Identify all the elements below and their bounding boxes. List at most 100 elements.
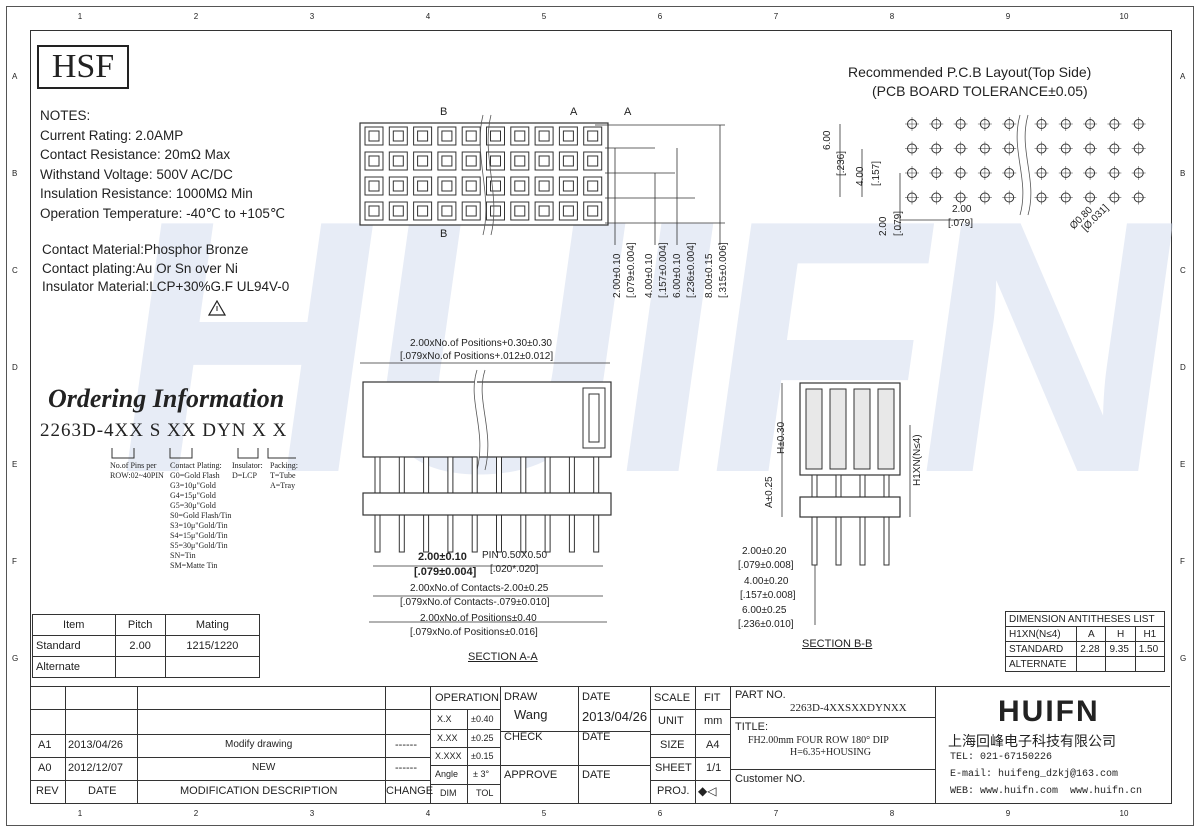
tol-x-val: ±0.40 bbox=[471, 714, 494, 724]
row-letter: D bbox=[12, 363, 18, 372]
dim-header: H1XN(N≤4) bbox=[1004, 626, 1078, 642]
column-number: 8 bbox=[889, 12, 895, 21]
row-letter: A bbox=[12, 72, 18, 81]
contact-cell bbox=[388, 151, 408, 171]
hdr-rev: REV bbox=[36, 785, 59, 797]
column-number: 2 bbox=[193, 809, 199, 818]
dim-list-title: DIMENSION ANTITHESES LIST bbox=[1005, 611, 1165, 627]
dim-cell: 2.28 bbox=[1076, 641, 1107, 657]
sheet-value: 1/1 bbox=[706, 762, 722, 774]
dim-header: H1 bbox=[1134, 626, 1166, 642]
contact-cell bbox=[558, 201, 578, 221]
dim-cell bbox=[1076, 656, 1107, 672]
dimension-list-table: DIMENSION ANTITHESES LIST H1XN(N≤4) A H … bbox=[1004, 611, 1166, 672]
column-number: 10 bbox=[1119, 12, 1129, 21]
contact-cell bbox=[486, 201, 505, 221]
notes-heading: NOTES: bbox=[40, 108, 91, 123]
ordering-leaders bbox=[111, 448, 296, 459]
column-number: 1 bbox=[77, 12, 83, 21]
contact-slot bbox=[877, 388, 895, 470]
pcb-layout-drawing bbox=[839, 114, 1146, 230]
company-web: WEB: www.huifn.com www.huifn.cn bbox=[950, 786, 1143, 797]
note-line: Insulation Resistance: 1000MΩ Min bbox=[40, 186, 253, 202]
table-cell: Standard bbox=[32, 635, 116, 657]
contact-cell bbox=[437, 201, 457, 221]
row-letter: C bbox=[1180, 266, 1186, 275]
top-view-dim: 2.00±0.10 bbox=[612, 253, 623, 298]
pcb-subtitle: (PCB BOARD TOLERANCE±0.05) bbox=[872, 83, 1088, 99]
contact-cell bbox=[413, 176, 433, 196]
row-letter: E bbox=[12, 460, 18, 469]
column-number: 6 bbox=[657, 12, 663, 21]
contact-cell bbox=[388, 176, 408, 196]
hdr-desc: MODIFICATION DESCRIPTION bbox=[180, 785, 338, 797]
pin bbox=[811, 474, 818, 566]
column-number: 7 bbox=[773, 809, 779, 818]
aa-pitch-inch: [.079±0.004] bbox=[414, 566, 477, 578]
contact-cell bbox=[437, 151, 457, 171]
rev-a1-change: ------ bbox=[395, 739, 417, 751]
contact-slot bbox=[805, 388, 823, 470]
column-number: 5 bbox=[541, 809, 547, 818]
drawing-title-2: H=6.35+HOUSING bbox=[790, 747, 872, 758]
note-line: Contact Resistance: 20mΩ Max bbox=[40, 147, 231, 163]
row-letter: G bbox=[1180, 654, 1187, 663]
material-line: Contact Material:Phosphor Bronze bbox=[42, 242, 249, 257]
column-number: 2 bbox=[193, 12, 199, 21]
contact-cell bbox=[413, 126, 433, 146]
operation-label: OPERATION bbox=[435, 692, 499, 704]
check-date-label: DATE bbox=[582, 731, 611, 743]
column-number: 4 bbox=[425, 809, 431, 818]
bb-d2: 4.00±0.20 bbox=[744, 576, 789, 587]
table-cell: 1215/1220 bbox=[164, 635, 261, 657]
contact-cell bbox=[486, 176, 505, 196]
warning-triangle-icon bbox=[207, 299, 227, 321]
rev-a0-change: ------ bbox=[395, 762, 417, 774]
contact-cell bbox=[510, 151, 530, 171]
drawing-title-1: FH2.00mm FOUR ROW 180° DIP bbox=[748, 735, 889, 746]
aa-positions-dim: 2.00xNo.of Positions±0.40 bbox=[420, 613, 537, 624]
top-view-dim: 4.00±0.10 bbox=[644, 253, 655, 298]
note-line: Withstand Voltage: 500V AC/DC bbox=[40, 166, 233, 182]
bb-h-dim: H±0.30 bbox=[776, 421, 787, 454]
contact-cell bbox=[534, 151, 554, 171]
contact-cell bbox=[486, 151, 505, 171]
contact-cell bbox=[413, 201, 433, 221]
date-label: DATE bbox=[582, 691, 611, 703]
contact-cell bbox=[583, 201, 603, 221]
bb-a-dim: A±0.25 bbox=[764, 476, 775, 508]
size-label: SIZE bbox=[660, 739, 685, 751]
column-number: 4 bbox=[425, 12, 431, 21]
contact-cell bbox=[534, 176, 554, 196]
rev-a0: A0 bbox=[38, 762, 52, 774]
aa-contacts-dim-inch: [.079xNo.of Contacts-.079±0.010] bbox=[400, 597, 550, 608]
contact-cell bbox=[388, 126, 408, 146]
contact-slot bbox=[829, 388, 847, 470]
aa-top-dim-inch: [.079xNo.of Positions+.012±0.012] bbox=[400, 351, 554, 362]
contact-cell bbox=[534, 201, 554, 221]
date-value: 2013/04/26 bbox=[582, 709, 648, 724]
rev-a1: A1 bbox=[38, 739, 52, 751]
section-aa-drawing bbox=[360, 362, 612, 623]
top-view-dim: 8.00±0.15 bbox=[704, 253, 715, 298]
bb-d3: 6.00±0.25 bbox=[742, 605, 787, 616]
aa-pitch: 2.00±0.10 bbox=[418, 551, 467, 563]
contact-cell bbox=[364, 176, 384, 196]
dim-cell: 9.35 bbox=[1105, 641, 1136, 657]
note-line: Operation Temperature: -40℃ to +105℃ bbox=[40, 205, 286, 221]
customer-no-label: Customer NO. bbox=[735, 773, 806, 785]
unit-label: UNIT bbox=[658, 715, 684, 727]
bb-d3-inch: [.236±0.010] bbox=[738, 619, 794, 630]
column-number: 9 bbox=[1005, 809, 1011, 818]
material-line: Contact plating:Au Or Sn over Ni bbox=[42, 260, 238, 276]
contact-cell bbox=[437, 176, 457, 196]
pcb-dim-400: 4.00 bbox=[855, 166, 866, 186]
contact-cell bbox=[364, 151, 384, 171]
pcb-dim-400i: [.157] bbox=[871, 160, 882, 186]
aa-contacts-dim: 2.00xNo.of Contacts-2.00±0.25 bbox=[410, 583, 549, 594]
aa-positions-dim-inch: [.079xNo.of Positions±0.016] bbox=[410, 627, 538, 638]
insulator-legend: Insulator: D=LCP bbox=[232, 461, 263, 480]
hdr-change: CHANGE bbox=[386, 785, 434, 797]
draw-name: Wang bbox=[514, 707, 548, 722]
header-pitch: Pitch bbox=[114, 614, 166, 636]
